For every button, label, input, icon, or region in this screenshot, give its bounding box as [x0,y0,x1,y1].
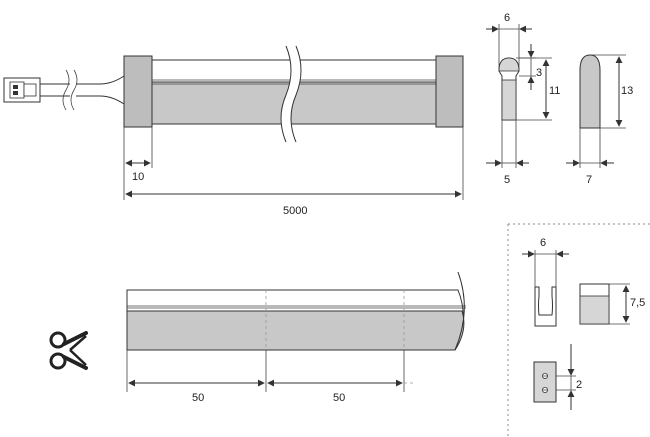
strip-cut-view [126,271,466,351]
dim-cut-interval-1: 50 [126,350,267,404]
dim-label-profile-height: 11 [549,85,560,97]
scissors-icon [49,331,88,370]
end-cap-cross-section [579,54,601,129]
dim-profile-bottom-width: 5 [486,120,529,186]
mounting-clip-bottom [533,361,557,403]
accessory-panel-divider [507,223,650,437]
break-symbol [280,45,302,143]
dim-clip-hole-spacing: 2 [556,344,582,410]
dim-clip-width: 6 [522,237,569,287]
dim-cap-height: 13 [590,54,633,129]
dim-label-cap-height: 13 [621,85,633,97]
dim-label-profile-bottom-width: 5 [504,174,510,186]
cut-marks [265,290,405,350]
dim-label-clip-width: 6 [540,237,546,249]
dim-cut-interval-2: 50 [267,350,414,404]
dim-label-total-length: 5000 [283,205,307,217]
dim-end-cap: 10 [123,127,153,200]
dim-label-cut-interval-2: 50 [333,392,345,404]
dim-profile-dome: 3 [516,44,542,90]
connector-plug-icon [3,77,41,103]
end-cap-right [435,55,464,128]
dim-label-cut-interval-1: 50 [192,392,204,404]
mounting-clip-side [579,283,610,325]
dim-cap-width: 7 [566,128,614,186]
dim-profile-height: 11 [516,57,560,121]
strip-side-view [3,45,464,143]
dim-label-clip-hole-spacing: 2 [576,379,582,391]
mounting-clip-front [534,286,557,327]
cable [40,69,125,111]
dim-label-end-cap: 10 [132,171,144,183]
dim-label-profile-dome: 3 [536,67,542,79]
end-cap-left [123,55,153,128]
dim-clip-height: 7,5 [609,283,645,325]
dim-label-cap-width: 7 [586,174,592,186]
profile-cross-section [498,57,520,121]
dim-total-length: 5000 [125,127,464,217]
dim-profile-top-width: 6 [486,12,532,68]
dim-label-profile-top-width: 6 [504,12,510,24]
dim-label-clip-height: 7,5 [630,297,645,309]
